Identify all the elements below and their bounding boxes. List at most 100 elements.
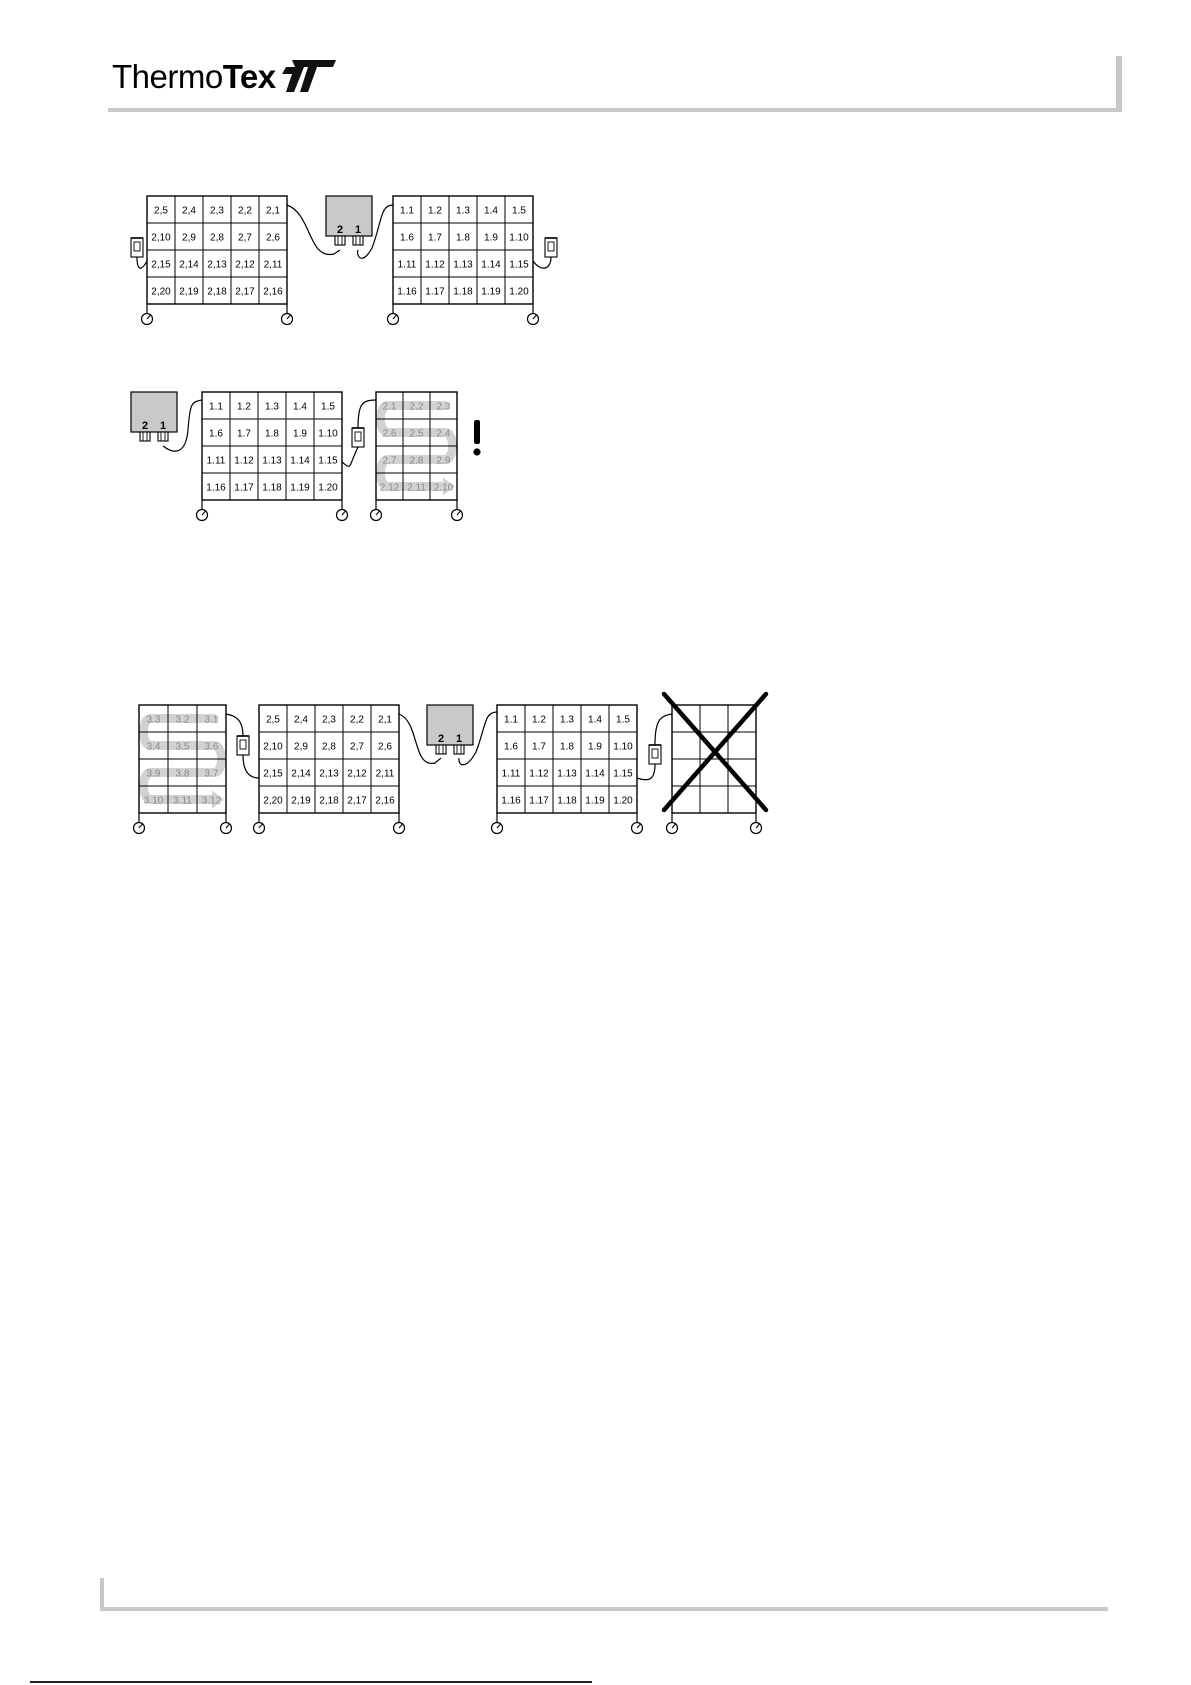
caster-wheel-icon [392, 821, 406, 835]
cell-label: 1.12 [529, 769, 549, 780]
cell-label: 2,7 [238, 233, 252, 244]
cell-label: 1.8 [560, 742, 574, 753]
cell-label: 1.3 [265, 402, 279, 413]
caster-wheel-icon [369, 508, 383, 522]
cell-label: 2.6 [383, 429, 397, 440]
caster-wheel-icon [386, 312, 400, 326]
cell-label: 1.7 [532, 742, 546, 753]
port-1-label: 1 [456, 733, 462, 745]
logo-thin-text: Thermo [112, 57, 223, 95]
cell-label: 1.11 [398, 260, 417, 271]
cell-label: 1.19 [585, 796, 605, 807]
cell-label: 1.14 [481, 260, 501, 271]
cell-label: 3.4 [147, 742, 161, 753]
cable-plug-icon [130, 237, 144, 258]
cell-label: 3.8 [176, 769, 190, 780]
caster-wheel-icon [280, 312, 294, 326]
cell-label: 1.5 [512, 206, 526, 217]
thermotex-logo: ThermoTex [112, 56, 338, 96]
cell-label: 3.12 [202, 796, 222, 807]
caster-wheel-icon [749, 821, 763, 835]
port-2-label: 2 [142, 420, 148, 432]
cell-label: 2,9 [294, 742, 308, 753]
cell-label: 2,12 [235, 260, 255, 271]
caster-wheel-icon [132, 821, 146, 835]
cell-label: 2.5 [410, 429, 424, 440]
cable-wire [636, 763, 656, 781]
cell-label: 1.16 [501, 796, 521, 807]
cell-label: 2,18 [207, 287, 227, 298]
controller-body [325, 195, 373, 237]
cell-label: 2.4 [437, 429, 451, 440]
cell-label: 1.12 [425, 260, 445, 271]
cell-label: 2,8 [322, 742, 336, 753]
cell-label: 3.6 [205, 742, 219, 753]
cell-label: 1.3 [456, 206, 470, 217]
cell-label: 1.1 [209, 402, 223, 413]
logo-wordmark: ThermoTex [112, 60, 276, 93]
cable-plug-icon [351, 427, 365, 448]
cable-wire [136, 256, 148, 269]
cell-label: 2.8 [410, 456, 424, 467]
cell-label: 2,3 [322, 715, 336, 726]
cell-label: 1.6 [400, 233, 414, 244]
warning-exclamation-dot [473, 448, 481, 456]
cell-label: 2.1 [383, 402, 397, 413]
cell-label: 1.13 [262, 456, 282, 467]
cell-label: 2,20 [263, 796, 283, 807]
cell-label: 2,19 [179, 287, 199, 298]
cell-label: 2,16 [375, 796, 395, 807]
cell-label: 1.7 [428, 233, 442, 244]
cell-label: 1.15 [509, 260, 529, 271]
caster-wheel-icon [490, 821, 504, 835]
cell-label: 1.18 [262, 483, 282, 494]
cell-label: 1.2 [532, 715, 546, 726]
cell-label: 1.17 [425, 287, 445, 298]
cell-label: 2,13 [319, 769, 339, 780]
bottom-line [30, 1681, 592, 1683]
footer-rule [100, 1607, 1108, 1611]
cell-label: 1.9 [293, 429, 307, 440]
cell-label: 1.14 [290, 456, 310, 467]
cell-label: 1.8 [456, 233, 470, 244]
warning-exclamation-icon [474, 420, 480, 444]
cell-label: 3.2 [176, 715, 190, 726]
cell-label: 3.11 [173, 796, 192, 807]
cell-label: 1.4 [484, 206, 498, 217]
cell-label: 1.16 [206, 483, 226, 494]
cell-label: 2,5 [266, 715, 280, 726]
port-plug-icon [334, 235, 346, 246]
caster-wheel-icon [630, 821, 644, 835]
cable-wire [225, 713, 244, 737]
cell-label: 1.18 [453, 287, 473, 298]
cell-label: 1.15 [613, 769, 633, 780]
cell-label: 2,5 [154, 206, 168, 217]
cell-label: 3.7 [205, 769, 219, 780]
cell-label: 1.5 [616, 715, 630, 726]
controller-body [426, 704, 474, 746]
cable-wire [398, 713, 442, 764]
cell-label: 1.1 [504, 715, 518, 726]
cell-label: 1.6 [209, 429, 223, 440]
cell-label: 1.19 [481, 287, 501, 298]
footer-rule-edge [100, 1578, 104, 1611]
cable-plug-icon [544, 237, 558, 258]
cell-label: 2,1 [378, 715, 392, 726]
cable-wire [458, 711, 498, 766]
cell-label: 1.18 [557, 796, 577, 807]
cell-label: 2,10 [263, 742, 283, 753]
cell-label: 1.20 [318, 483, 338, 494]
port-2-label: 2 [438, 733, 444, 745]
port-plug-icon [435, 744, 447, 755]
cell-label: 3.1 [205, 715, 219, 726]
cell-label: 1.10 [318, 429, 338, 440]
cell-label: 2,12 [347, 769, 367, 780]
cell-label: 2,6 [378, 742, 392, 753]
cell-label: 2.2 [410, 402, 424, 413]
port-plug-icon [139, 431, 151, 442]
